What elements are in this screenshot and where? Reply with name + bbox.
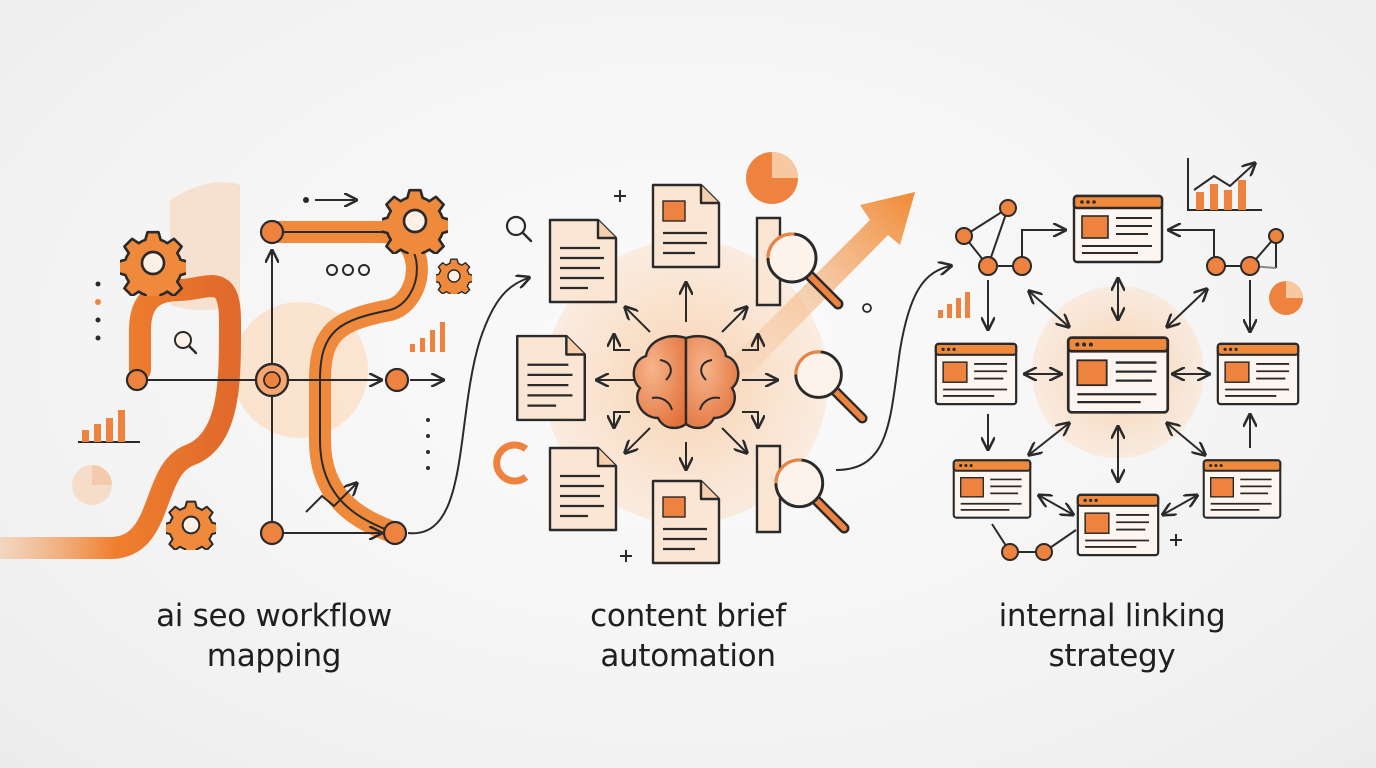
search-icon-handle (187, 344, 198, 355)
caption-linking-line-1: internal linking (998, 598, 1226, 634)
workflow-node (259, 219, 285, 245)
link-arrows (988, 230, 1250, 514)
webpage-icon (1216, 342, 1300, 406)
connector-arrow (835, 266, 950, 471)
search-icon (174, 331, 192, 349)
magnifier-icon (776, 460, 844, 528)
linking-panel (934, 158, 1303, 561)
webpage-icon (934, 342, 1018, 406)
small-circle (862, 303, 872, 313)
ellipsis-dot (342, 264, 354, 276)
dot-column (95, 281, 430, 470)
caption-brief-line-1: content brief (590, 598, 786, 634)
gear-icon (120, 230, 186, 296)
ellipsis-dot (358, 264, 370, 276)
caption-linking: internal linking strategy (932, 596, 1292, 676)
bar-chart-icon (78, 410, 140, 443)
workflow-node (384, 367, 410, 393)
webpage-icon (1072, 194, 1164, 264)
trend-up-icon (305, 484, 356, 513)
pie-chart-icon (1269, 281, 1303, 315)
plus-icon (1170, 534, 1182, 546)
webpage-icon (1076, 493, 1160, 557)
pie-chart-icon (746, 152, 798, 204)
search-icon-handle (521, 231, 533, 243)
ellipsis-dot (326, 264, 338, 276)
document-icon (651, 183, 721, 269)
caption-brief-line-2: automation (600, 638, 776, 674)
plus-icon (620, 550, 632, 562)
bar-chart-icon (938, 292, 970, 318)
bar-chart-icon (410, 322, 445, 352)
connector-arrow (407, 278, 528, 535)
document-edge (755, 444, 782, 534)
webpage-icon (1202, 459, 1282, 519)
ring-icon (493, 441, 529, 485)
caption-linking-line-2: strategy (1048, 638, 1176, 674)
pie-chart-icon (72, 465, 112, 505)
document-icon (515, 334, 587, 422)
workflow-hub-core (263, 371, 281, 389)
hub-webpage-icon (1066, 336, 1170, 414)
workflow-dot (303, 197, 309, 203)
search-icon (505, 215, 527, 237)
brain-arrows (598, 284, 776, 468)
workflow-node (259, 520, 285, 546)
webpage-icon (952, 459, 1032, 519)
gear-icon (382, 188, 448, 254)
caption-workflow: ai seo workflow mapping (94, 596, 454, 676)
caption-workflow-line-2: mapping (206, 638, 342, 674)
brain-icon (632, 335, 740, 430)
document-icon (548, 446, 618, 532)
line-chart-icon (1187, 158, 1262, 211)
gear-icon (436, 258, 472, 294)
plus-icon (614, 190, 626, 202)
workflow-panel (0, 182, 528, 559)
workflow-node (125, 368, 149, 392)
gear-icon (166, 500, 216, 550)
caption-workflow-line-1: ai seo workflow (156, 598, 392, 634)
workflow-node (382, 520, 408, 546)
network-nodes (955, 199, 1284, 561)
brief-panel (493, 152, 950, 565)
document-icon (548, 218, 618, 304)
caption-brief: content brief automation (508, 596, 868, 676)
document-icon (651, 479, 721, 565)
